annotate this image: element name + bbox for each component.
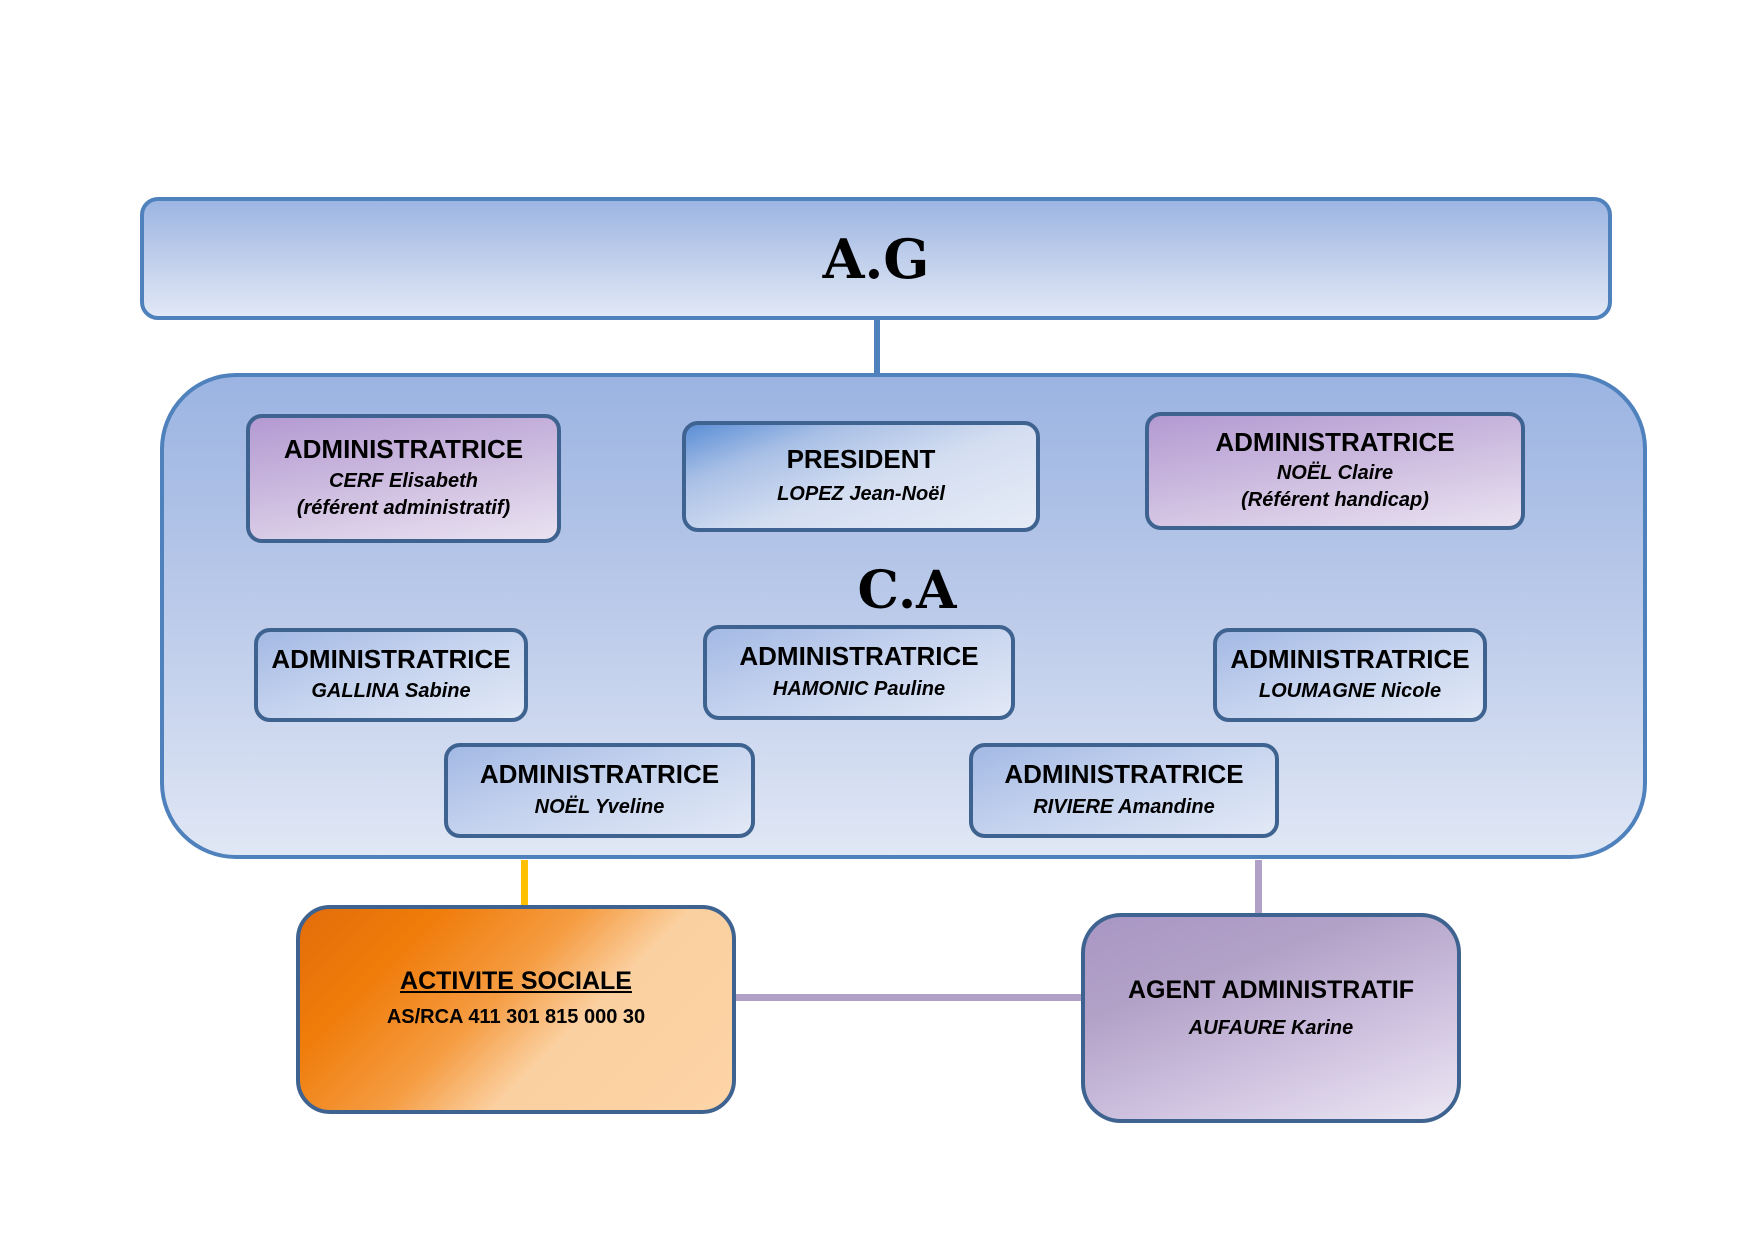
member-role: ADMINISTRATRICE [1004,759,1244,790]
member-name: RIVIERE Amandine [1033,795,1215,818]
member-card-loumagne: ADMINISTRATRICE LOUMAGNE Nicole [1213,628,1487,722]
ca-title-wrap: C.A [857,560,957,621]
member-name: GALLINA Sabine [311,680,471,703]
member-name: LOPEZ Jean-Noël [777,482,945,505]
agent-administratif-box: AGENT ADMINISTRATIF AUFAURE Karine [1081,913,1461,1123]
member-name: LOUMAGNE Nicole [1258,680,1442,703]
member-role: ADMINISTRATRICE [283,433,524,464]
activite-sociale-registration: AS/RCA 411 301 815 000 30 [386,1005,646,1028]
activite-sociale-box: ACTIVITE SOCIALE AS/RCA 411 301 815 000 … [296,905,736,1114]
member-name: HAMONIC Pauline [772,677,946,700]
member-role: ADMINISTRATRICE [1215,427,1455,458]
connector-ag-ca [874,318,880,374]
member-role: PRESIDENT [786,444,936,475]
member-note: (référent administratif) [296,497,511,520]
member-name: NOËL Yveline [534,795,665,818]
connector-ca-agent [1255,860,1262,914]
member-name: CERF Elisabeth [329,470,478,493]
agent-title: AGENT ADMINISTRATIF [1127,976,1415,1004]
member-role: ADMINISTRATRICE [271,643,511,674]
member-card-noel-yveline: ADMINISTRATRICE NOËL Yveline [444,743,755,838]
member-role: ADMINISTRATRICE [479,759,720,790]
ca-title: C.A [857,560,957,621]
member-note: (Référent handicap) [1241,488,1429,511]
member-role: ADMINISTRATRICE [1230,643,1470,674]
connector-activite-agent [734,994,1082,1001]
member-card-cerf: ADMINISTRATRICE CERF Elisabeth (référent… [246,414,561,543]
member-card-noel-claire: ADMINISTRATRICE NOËL Claire (Référent ha… [1145,412,1525,530]
ag-box: A.G [140,197,1612,320]
member-role: ADMINISTRATRICE [739,641,979,672]
member-card-riviere: ADMINISTRATRICE RIVIERE Amandine [969,743,1279,838]
member-card-gallina: ADMINISTRATRICE GALLINA Sabine [254,628,528,722]
ag-title: A.G [822,226,930,291]
activite-sociale-title: ACTIVITE SOCIALE [400,966,632,995]
member-card-president: PRESIDENT LOPEZ Jean-Noël [682,421,1040,532]
member-name: NOËL Claire [1276,461,1394,484]
agent-name: AUFAURE Karine [1188,1017,1354,1039]
member-card-hamonic: ADMINISTRATRICE HAMONIC Pauline [703,625,1015,720]
connector-ca-activite-sociale [521,860,528,906]
